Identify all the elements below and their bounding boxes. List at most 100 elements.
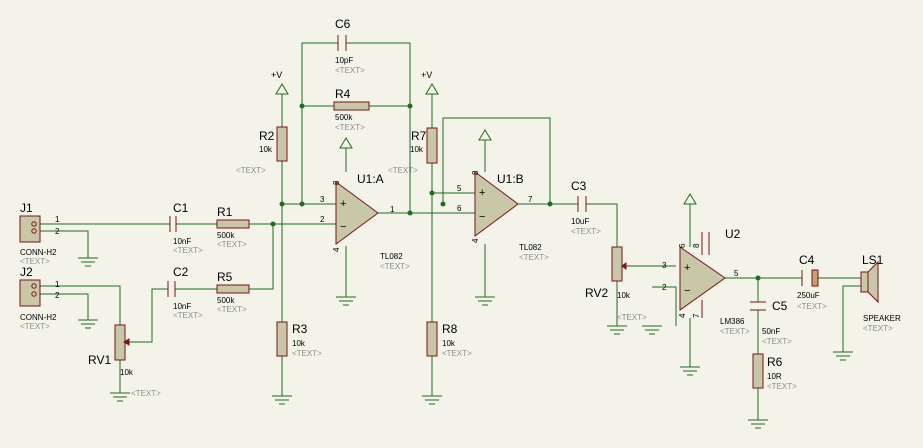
label-c5-ref: C5 xyxy=(772,299,788,313)
speaker-ls1[interactable] xyxy=(860,260,879,304)
label-c1-placeholder: <TEXT> xyxy=(173,246,203,255)
svg-text:+: + xyxy=(479,187,485,199)
ground-icon xyxy=(78,257,98,267)
label-r7-ref: R7 xyxy=(411,129,427,143)
ground-icon xyxy=(110,392,130,402)
label-c1-ref: C1 xyxy=(173,201,189,215)
ground-icon xyxy=(833,351,853,361)
label-u2-ref: U2 xyxy=(725,227,741,241)
pin-number: 8 xyxy=(692,243,701,248)
label-c1-value: 10nF xyxy=(173,237,191,246)
resistor-r2[interactable] xyxy=(276,126,288,162)
label-c4-value: 250uF xyxy=(797,291,820,300)
capacitor-c5[interactable] xyxy=(750,301,766,311)
resistor-r5[interactable] xyxy=(216,284,250,294)
label-r1-value: 500k xyxy=(217,231,235,240)
capacitor-c3[interactable] xyxy=(577,196,587,212)
label-r7-placeholder: <TEXT> xyxy=(388,166,418,175)
capacitor-c4[interactable] xyxy=(801,269,819,287)
junction-dot xyxy=(299,103,305,109)
pin-number: 4 xyxy=(471,238,480,243)
label-u1b-placeholder: <TEXT> xyxy=(519,253,549,262)
pin-number: 5 xyxy=(734,269,739,278)
capacitor-c2[interactable] xyxy=(167,281,176,297)
power-arrow-icon xyxy=(275,83,289,95)
pin-number: 6 xyxy=(457,204,462,213)
label-rv2-value: 10k xyxy=(617,291,631,300)
label-r8-ref: R8 xyxy=(442,322,458,336)
label-r7-value: 10k xyxy=(410,145,424,154)
label-r3-value: 10k xyxy=(292,339,306,348)
pin-number: 7 xyxy=(692,313,701,318)
ground-icon xyxy=(680,366,700,376)
label-c2-placeholder: <TEXT> xyxy=(173,311,203,320)
capacitor-c6[interactable] xyxy=(337,35,347,51)
resistor-r7[interactable] xyxy=(426,127,438,164)
pin-number: 3 xyxy=(320,195,325,204)
svg-text:+: + xyxy=(684,262,690,274)
label-u1b-value: TL082 xyxy=(519,243,542,252)
ground-icon xyxy=(272,395,292,405)
potentiometer-rv1[interactable] xyxy=(114,324,130,361)
label-c5-placeholder: <TEXT> xyxy=(762,337,792,346)
svg-text:−: − xyxy=(479,211,485,223)
pin-number: 6 xyxy=(678,243,687,248)
label-u1a-ref: U1:A xyxy=(357,172,384,186)
power-symbols xyxy=(275,83,697,205)
junction-dot xyxy=(270,221,276,227)
label-rv2-placeholder: <TEXT> xyxy=(617,313,647,322)
junction-dot xyxy=(755,275,761,281)
label-c3-value: 10uF xyxy=(571,217,589,226)
svg-text:+: + xyxy=(340,198,346,210)
resistor-r1[interactable] xyxy=(216,219,250,229)
pin-number: 1 xyxy=(390,205,395,214)
resistor-r4[interactable] xyxy=(333,101,370,111)
label-c6-ref: C6 xyxy=(335,17,351,31)
pin-number: 7 xyxy=(528,195,533,204)
pin-number: 1 xyxy=(55,215,60,224)
label-j2-ref: J2 xyxy=(20,265,33,279)
label-u2-value: LM386 xyxy=(720,317,745,326)
ground-icon xyxy=(475,296,495,306)
power-label-left: +V xyxy=(271,70,282,80)
label-u1b-ref: U1:B xyxy=(497,172,524,186)
amplifier-u2[interactable]: + − xyxy=(679,246,726,311)
label-r5-ref: R5 xyxy=(217,270,233,284)
label-r4-value: 500k xyxy=(335,113,353,122)
potentiometer-rv2[interactable] xyxy=(611,246,627,282)
pin-number: 2 xyxy=(55,291,60,300)
connector-j1[interactable] xyxy=(19,215,41,243)
label-ls1-value: SPEAKER xyxy=(863,314,901,323)
junction-dot xyxy=(440,201,446,207)
label-rv1-placeholder: <TEXT> xyxy=(131,389,161,398)
ground-icon xyxy=(642,325,662,335)
connector-j2[interactable] xyxy=(19,279,41,307)
label-j1-placeholder: <TEXT> xyxy=(20,257,50,266)
label-rv2-ref: RV2 xyxy=(585,286,608,300)
pin-number: 3 xyxy=(662,261,667,270)
resistor-r6[interactable] xyxy=(752,353,764,389)
label-r8-placeholder: <TEXT> xyxy=(442,349,472,358)
label-u1a-value: TL082 xyxy=(380,252,403,261)
ground-symbols xyxy=(78,257,853,429)
resistor-r3[interactable] xyxy=(276,321,288,357)
resistor-r8[interactable] xyxy=(426,321,438,357)
pin-number: 4 xyxy=(332,247,341,252)
ground-icon xyxy=(748,419,768,429)
power-arrow-icon xyxy=(339,137,353,149)
label-ls1-placeholder: <TEXT> xyxy=(863,324,893,333)
label-c3-placeholder: <TEXT> xyxy=(571,227,601,236)
opamp-u1a[interactable]: + − xyxy=(335,181,379,245)
opamp-u1b[interactable]: + − xyxy=(474,171,519,237)
ground-icon xyxy=(336,296,356,306)
pin-number: 4 xyxy=(678,313,687,318)
pin-number: 2 xyxy=(320,215,325,224)
label-r8-value: 10k xyxy=(442,339,456,348)
label-rv1-value: 10k xyxy=(120,368,134,377)
capacitor-c1[interactable] xyxy=(169,216,177,232)
label-r5-placeholder: <TEXT> xyxy=(217,305,247,314)
junction-dot xyxy=(279,201,285,207)
label-c6-placeholder: <TEXT> xyxy=(335,66,365,75)
junction-dot xyxy=(407,103,413,109)
u2-pin-stubs xyxy=(701,232,710,318)
